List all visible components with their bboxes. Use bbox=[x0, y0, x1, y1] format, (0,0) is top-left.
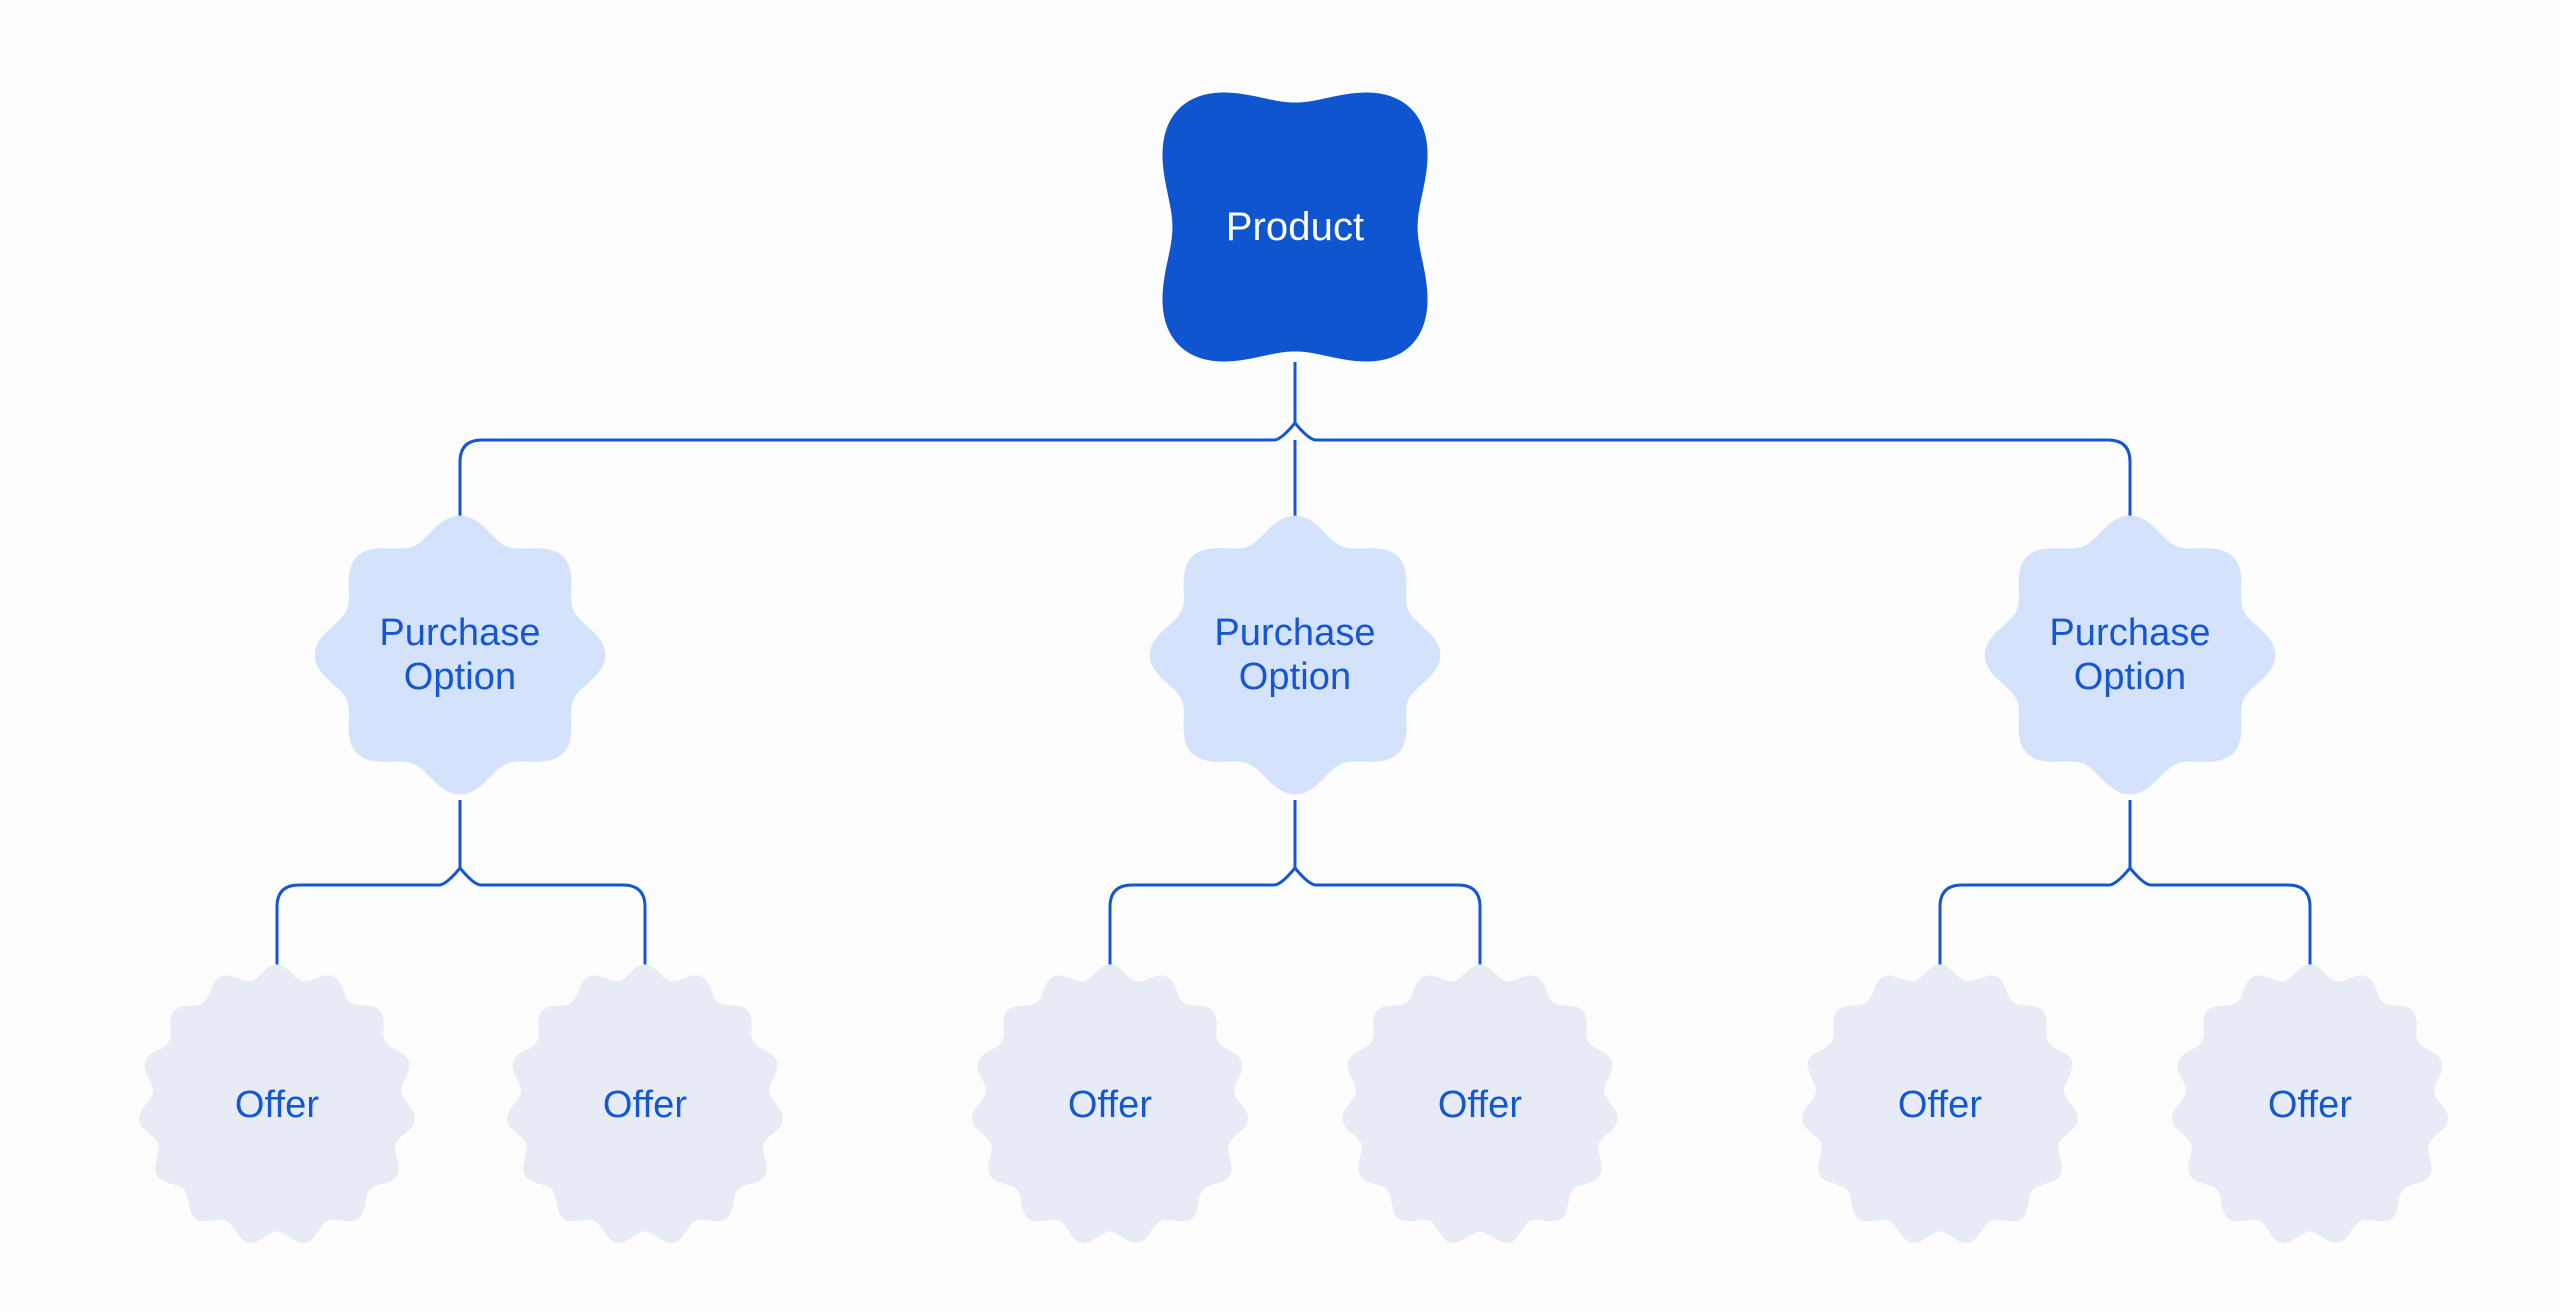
node-product-shape[interactable] bbox=[1162, 92, 1428, 362]
node-offer-2-shape[interactable] bbox=[972, 964, 1248, 1243]
edge-root-to-options-bus-left bbox=[458, 422, 1297, 520]
node-purchase-option-2-shape[interactable] bbox=[1984, 515, 2276, 795]
edge-option-0-to-offers-bus-right bbox=[458, 867, 647, 965]
edge-option-1-to-offers-bus-right bbox=[1293, 867, 1482, 965]
node-offer-4-shape[interactable] bbox=[1802, 964, 2078, 1243]
node-purchase-option-1-shape[interactable] bbox=[1149, 515, 1441, 795]
edge-option-1-to-offers-bus-left bbox=[1108, 867, 1297, 965]
edge-option-2-to-offers-bus-left bbox=[1938, 867, 2132, 965]
node-offer-0-shape[interactable] bbox=[139, 964, 415, 1243]
node-shape-layer bbox=[139, 92, 2448, 1243]
edge-option-0-to-offers-bus-left bbox=[275, 867, 462, 965]
node-offer-1-shape[interactable] bbox=[507, 964, 783, 1243]
edge-option-2-to-offers-bus-right bbox=[2128, 867, 2312, 965]
edge-root-to-options-bus-right bbox=[1293, 422, 2132, 520]
node-offer-5-shape[interactable] bbox=[2172, 964, 2448, 1243]
connector-layer bbox=[275, 362, 2312, 965]
node-purchase-option-0-shape[interactable] bbox=[314, 515, 606, 795]
node-offer-3-shape[interactable] bbox=[1342, 964, 1618, 1243]
